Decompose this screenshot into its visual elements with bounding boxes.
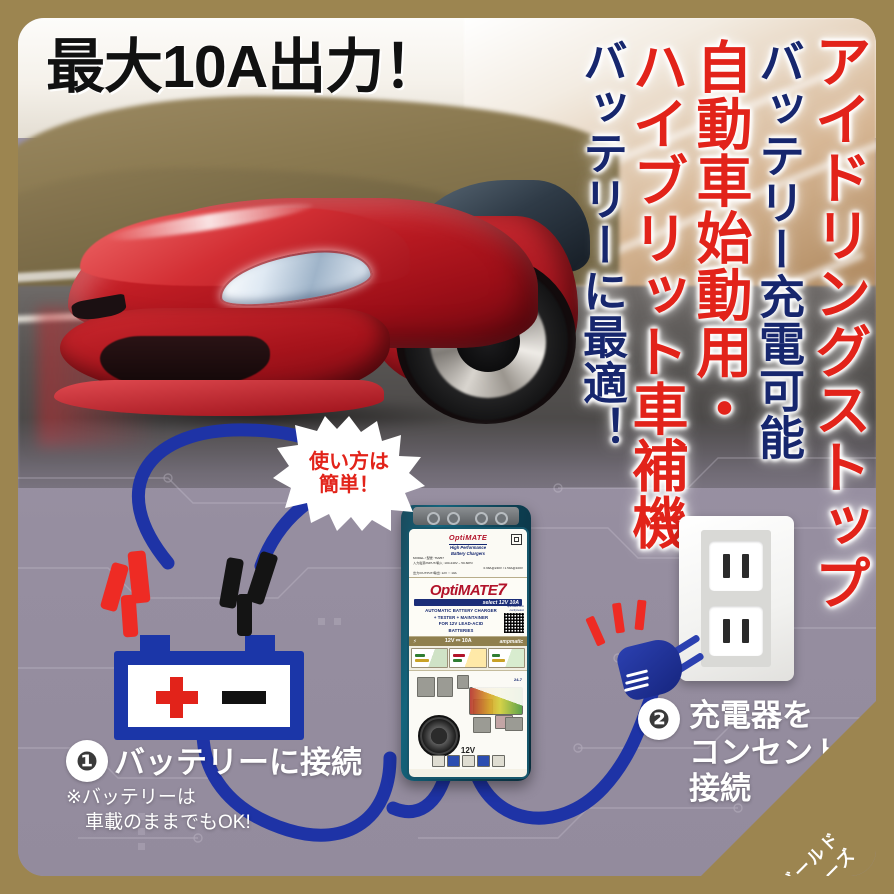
charger-product-name: OptiMATE7 — [412, 581, 524, 598]
burst-shape-icon — [273, 416, 425, 531]
charger-desc-2: + TESTER + MAINTAINER — [433, 614, 489, 620]
battery-icon — [114, 635, 304, 740]
step-1-title: バッテリーに接続 — [114, 745, 362, 781]
charger-product-label: OptiMATE7 select 12V 10A AUTOMATIC BATTE… — [409, 578, 527, 638]
ac-plug-icon — [614, 614, 724, 704]
front-splitter — [54, 380, 384, 416]
callout-text: 使い方は 簡単！ — [273, 416, 425, 531]
charger-spec-model: MODEL / 型號: TM257 — [413, 556, 445, 561]
red-battery-clamp-icon — [99, 550, 162, 639]
panel-block — [473, 717, 491, 734]
charger-label-face: OptiMATE High Performance Battery Charge… — [407, 527, 529, 779]
socket-slot-icon — [742, 554, 749, 578]
mini-icon — [476, 755, 490, 768]
charger-brand-sub-2: Battery Chargers — [451, 550, 485, 556]
charger-step-icon-1 — [411, 648, 449, 669]
gauge-mask — [471, 687, 523, 714]
charger-spec-output: 出力/OUTPUT/輸出: 12V ⎓ 10A — [413, 570, 457, 575]
charger-diagram-panel: 24-7 12V — [409, 671, 527, 770]
charger-brand: OptiMATE — [413, 532, 523, 545]
mini-icon — [461, 755, 475, 768]
battery-charger-device: OptiMATE High Performance Battery Charge… — [401, 505, 531, 781]
charger-rating-bar: ⚡ 12V ⎓ 10A ampmatic — [409, 637, 527, 647]
mini-icon — [491, 755, 505, 768]
step-2-title-line-3: 接続 — [689, 771, 751, 807]
step-1-note-line-2: 車載のままでもOK! — [66, 811, 251, 833]
step-1-note-line-1: ※バッテリーは — [66, 787, 196, 808]
charger-step-icon-3 — [487, 648, 525, 669]
panel-mini-icons — [413, 755, 523, 768]
screw-icon — [475, 512, 488, 525]
step-2: ❷ 充電器を コンセントに 接続 — [638, 698, 875, 808]
vertical-copy-3: ハイブリット車補機 — [625, 38, 688, 551]
charger-select-bar: select 12V 10A — [414, 599, 522, 607]
screw-icon — [495, 512, 508, 525]
socket-slot-icon — [723, 554, 730, 578]
step-1: ❶ バッテリーに接続 ※バッテリーは 車載のままでもOK! — [66, 740, 362, 835]
vertical-copy-2: 自動車始動用・ — [689, 38, 752, 437]
panel-block — [417, 677, 435, 698]
step-2-number: ❷ — [638, 698, 680, 740]
callout-burst: 使い方は 簡単！ — [273, 416, 425, 531]
step-1-number: ❶ — [66, 740, 108, 782]
step-1-note: ※バッテリーは 車載のままでもOK! — [66, 786, 362, 835]
panel-block — [505, 717, 523, 732]
sports-car-image — [38, 158, 598, 458]
panel-voltage-label: 12V — [460, 746, 476, 756]
socket-slot-icon — [723, 619, 730, 643]
charger-desc-1: AUTOMATIC BATTERY CHARGER — [425, 608, 497, 614]
qr-code-icon — [504, 613, 524, 634]
gold-series-badge-text: ゴールド シリーズ — [776, 828, 862, 876]
charger-rating-value: 12V ⎓ 10A — [444, 638, 472, 645]
callout-line-2: 簡単！ — [319, 473, 379, 496]
charger-spec-input: 入力電源/INPUT/輸入: 100-240V ~ 50-60Hz — [413, 561, 473, 566]
lightning-icon: ⚡ — [413, 638, 417, 645]
label-24-7: 24-7 — [513, 677, 522, 683]
step-2-title: 充電器を コンセントに 接続 — [689, 698, 875, 808]
socket-slot-icon — [742, 619, 749, 643]
front-grille — [100, 336, 270, 388]
step-2-title-line-1: 充電器を — [689, 698, 813, 733]
vertical-copy-4: バッテリーに最適！ — [576, 38, 627, 452]
power-switch-dial[interactable] — [418, 715, 460, 758]
plus-icon — [170, 677, 183, 718]
charger-output-cable — [196, 701, 397, 842]
product-name-text: OptiMATE — [429, 582, 498, 600]
outlet-socket-bottom[interactable] — [709, 606, 763, 656]
screw-icon — [447, 512, 460, 525]
charger-icon-strip — [409, 646, 527, 672]
qr-caption: optimate1.com /verify/select — [506, 605, 524, 612]
charger-top-cap — [413, 507, 519, 525]
mini-icon — [431, 755, 445, 768]
charger-desc-4: BATTERIES — [448, 627, 474, 633]
panel-block — [437, 677, 453, 698]
ampmatic-logo: ampmatic — [499, 638, 523, 645]
panel-block — [457, 675, 469, 690]
vertical-copy-1: バッテリー充電可能 — [753, 38, 805, 461]
charger-step-icon-2 — [449, 648, 487, 669]
product-number-text: 7 — [497, 580, 507, 600]
product-card: 最大10A出力！ アイドリングストップ バッテリー充電可能 自動車始動用・ ハイ… — [18, 18, 876, 876]
vertical-copy-0: アイドリングストップ — [806, 32, 870, 612]
charger-spec-input2: 0.98A@240V / 1.59A@100V — [483, 565, 523, 570]
ce-mark-icon — [511, 534, 522, 545]
black-battery-clamp-icon — [218, 548, 285, 638]
callout-line-1: 使い方は — [309, 451, 389, 474]
outlet-plate — [701, 530, 771, 667]
screw-icon — [427, 512, 440, 525]
charger-brand-sub-1: High Performance — [449, 544, 487, 550]
page-title: 最大10A出力！ — [46, 34, 442, 100]
minus-icon — [222, 691, 266, 704]
mini-icon — [446, 755, 460, 768]
charger-spec-block: OptiMATE High Performance Battery Charge… — [409, 529, 527, 579]
outlet-socket-top[interactable] — [709, 541, 763, 591]
charger-desc-3: FOR 12V LEAD-ACID — [438, 621, 484, 627]
